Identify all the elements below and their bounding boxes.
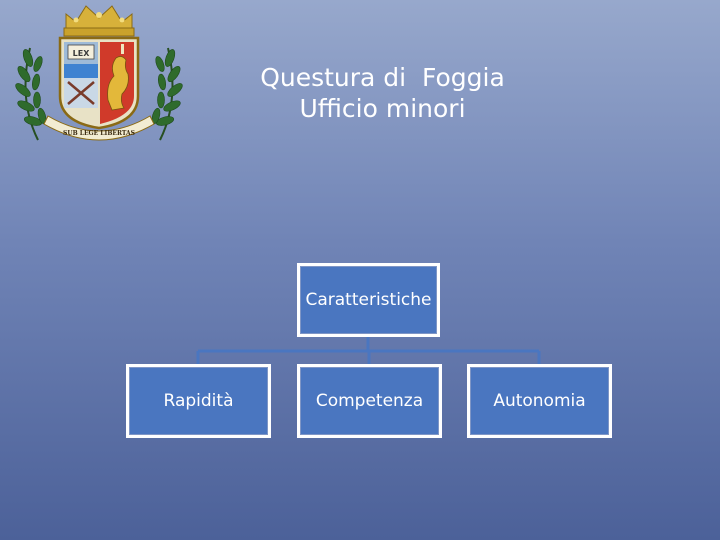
title-line-2: Ufficio minori [299, 94, 466, 123]
laurel-right-icon [151, 47, 183, 141]
node-label: Autonomia [493, 391, 586, 411]
page-title: Questura di Foggia Ufficio minori [220, 62, 545, 124]
node-label: Caratteristiche [305, 290, 432, 310]
motto-ribbon [43, 115, 155, 141]
node-label: Competenza [315, 391, 424, 411]
node-label: Rapidità [163, 391, 234, 411]
shield-icon [58, 36, 140, 130]
node-autonomia: Autonomia [467, 364, 612, 438]
crown-icon [63, 5, 135, 37]
laurel-left-icon [15, 47, 47, 141]
emblem-book-text: LEX [73, 49, 91, 58]
police-emblem-logo: LEX SUB LEGE LIBERTAS [15, 5, 183, 141]
node-caratteristiche: Caratteristiche [297, 263, 440, 337]
node-rapidita: Rapidità [126, 364, 271, 438]
title-line-1: Questura di Foggia [260, 63, 505, 92]
node-competenza: Competenza [297, 364, 442, 438]
emblem-motto-text: SUB LEGE LIBERTAS [63, 130, 135, 137]
